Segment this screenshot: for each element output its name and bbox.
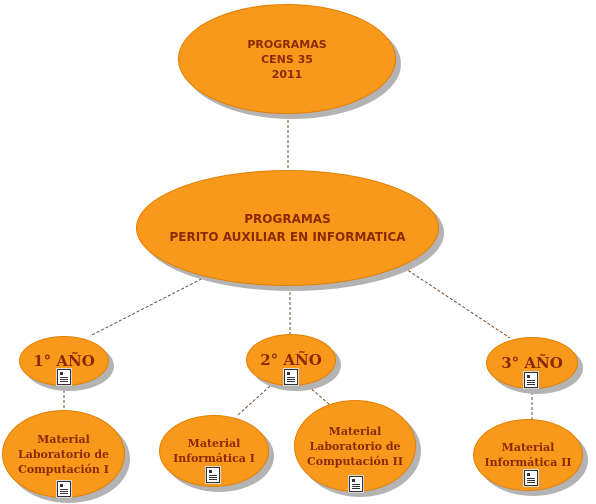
link-year2-inf1: [237, 385, 271, 416]
document-icon[interactable]: [57, 369, 71, 385]
node-program[interactable]: PROGRAMAS PERITO AUXILIAR EN INFORMATICA: [136, 170, 439, 286]
link-program-year1: [89, 271, 216, 337]
document-icon[interactable]: [206, 467, 220, 483]
document-icon[interactable]: [57, 481, 71, 497]
node-material-inf-2-label: Material Informática II: [484, 441, 572, 469]
node-material-lab-2-label: Material Laboratorio de Computación II: [307, 424, 403, 468]
link-program-year3: [399, 264, 511, 339]
document-icon[interactable]: [524, 470, 538, 486]
document-icon[interactable]: [349, 476, 363, 492]
node-material-inf-1[interactable]: Material Informática I: [159, 415, 269, 487]
document-icon[interactable]: [524, 372, 538, 388]
node-material-lab-2[interactable]: Material Laboratorio de Computación II: [294, 400, 416, 492]
node-root-label: PROGRAMAS CENS 35 2011: [247, 37, 327, 81]
node-year-1-label: 1° AÑO: [33, 352, 95, 370]
node-program-label: PROGRAMAS PERITO AUXILIAR EN INFORMATICA: [169, 212, 406, 244]
node-material-inf-1-label: Material Informática I: [173, 437, 255, 465]
node-material-lab-1-label: Material Laboratorio de Computación I: [17, 432, 110, 476]
node-year-1[interactable]: 1° AÑO: [19, 336, 109, 386]
node-year-2-label: 2° AÑO: [260, 351, 322, 369]
node-year-3-label: 3° AÑO: [501, 354, 563, 372]
node-root[interactable]: PROGRAMAS CENS 35 2011: [178, 4, 396, 114]
document-icon[interactable]: [284, 369, 298, 385]
link-year2-lab2: [307, 385, 331, 406]
node-year-2[interactable]: 2° AÑO: [246, 334, 336, 386]
